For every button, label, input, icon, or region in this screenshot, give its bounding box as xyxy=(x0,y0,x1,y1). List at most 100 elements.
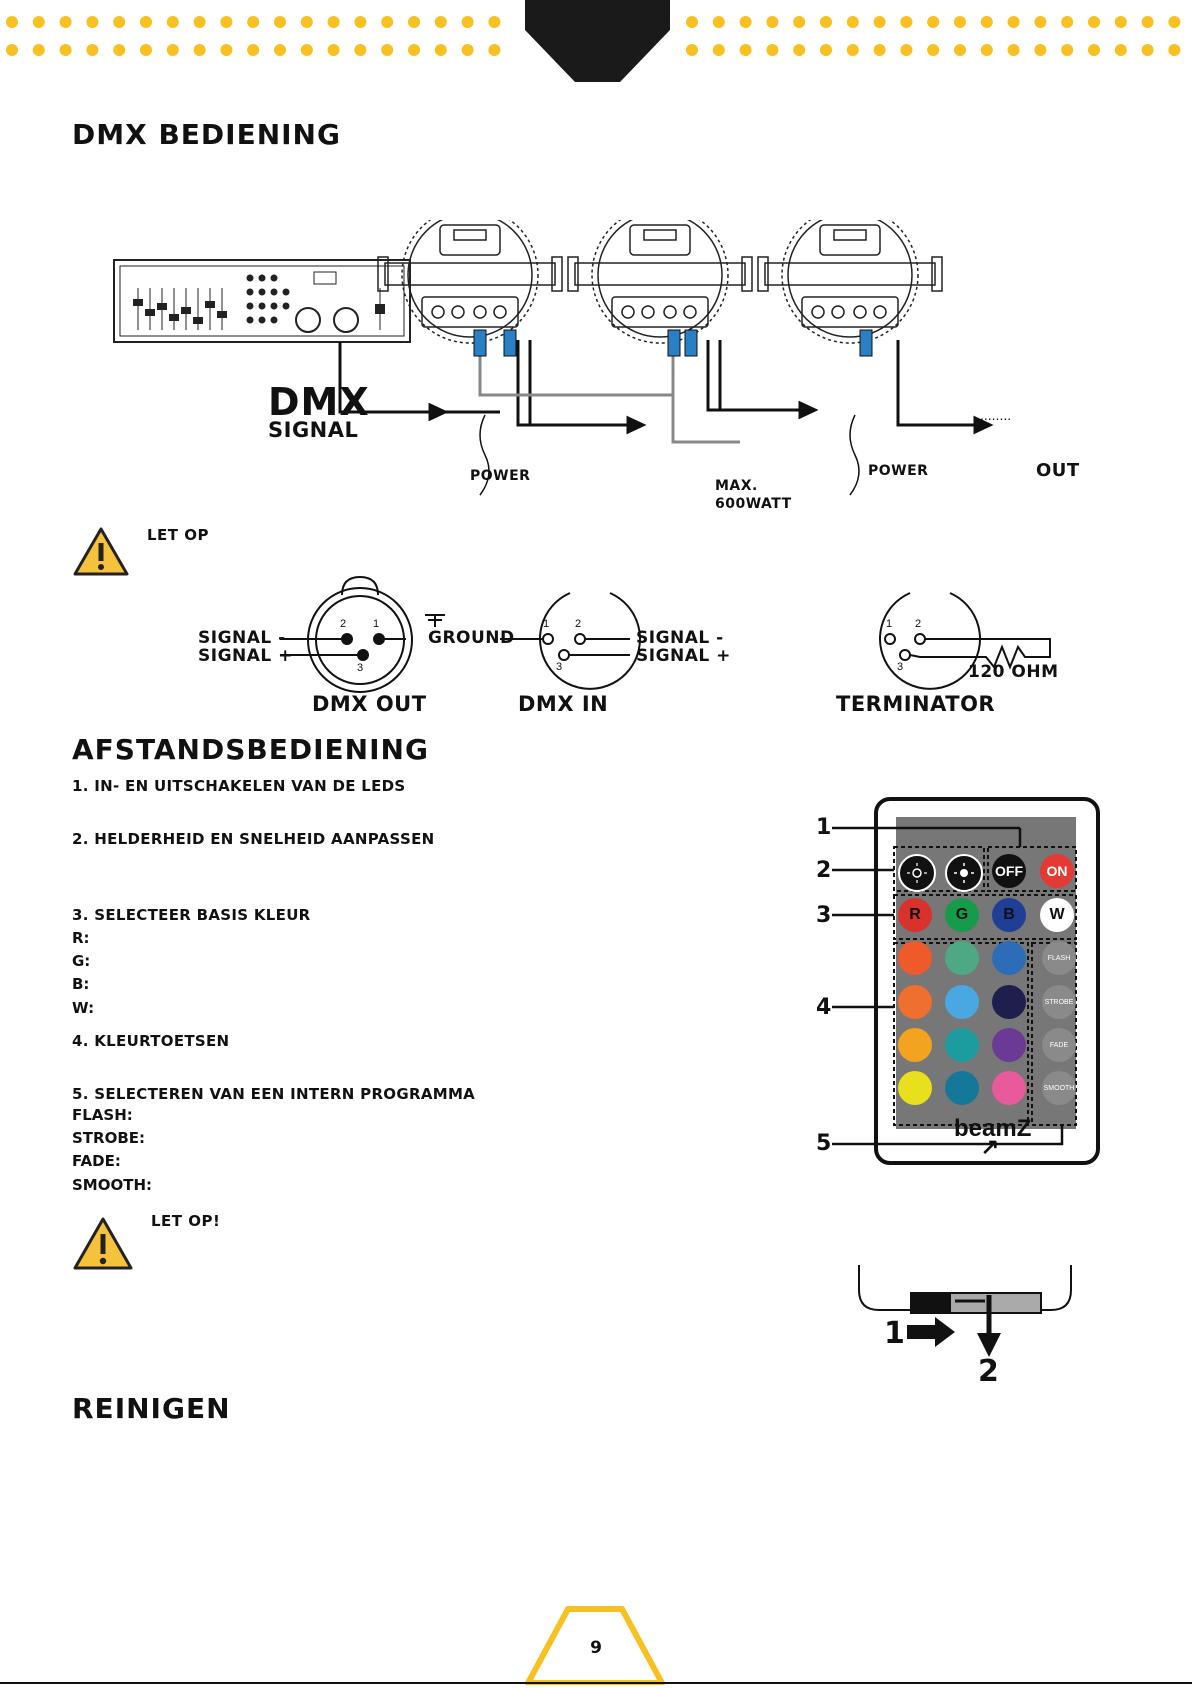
header-dot xyxy=(766,44,779,56)
color-button[interactable] xyxy=(945,985,979,1019)
brightness-up-button[interactable] xyxy=(945,854,983,892)
par-fixture-icon xyxy=(757,206,943,344)
smooth-button[interactable]: SMOOTH xyxy=(1042,1071,1076,1105)
watt-label: 600WATT xyxy=(715,496,792,512)
remote-item-2: 2. HELDERHEID EN SNELHEID AANPASSEN xyxy=(72,830,435,848)
header-dot xyxy=(193,16,206,28)
color-button[interactable] xyxy=(992,1071,1026,1105)
header-dot xyxy=(980,16,993,28)
header-dot xyxy=(140,16,152,28)
power-label-1: POWER xyxy=(470,468,531,484)
header-dot xyxy=(300,16,313,28)
par-fixture-icon xyxy=(377,206,563,344)
callout-4: 4 xyxy=(816,995,832,1020)
header-dot xyxy=(980,44,993,56)
header-dot xyxy=(793,44,806,56)
header-dot xyxy=(954,44,966,56)
header-dot xyxy=(1141,44,1154,56)
header-dot xyxy=(1088,44,1100,56)
xlr-signal-plus-left: SIGNAL + xyxy=(198,646,293,666)
brand-logo: ↗ xyxy=(981,1134,999,1159)
remote-b: B: xyxy=(72,975,90,993)
header-dot xyxy=(434,16,447,28)
remote-w: W: xyxy=(72,999,95,1017)
color-button[interactable] xyxy=(992,941,1026,975)
section-title-clean: REINIGEN xyxy=(72,1392,231,1425)
remote-strobe: STROBE: xyxy=(72,1129,146,1147)
header-dot xyxy=(712,44,725,56)
svg-text:1: 1 xyxy=(886,618,892,630)
warning-triangle-icon xyxy=(72,526,130,582)
xlr-dmx-out: DMX OUT xyxy=(312,692,427,716)
on-button[interactable]: ON xyxy=(1040,854,1074,888)
off-button[interactable]: OFF xyxy=(992,854,1026,888)
header-dot xyxy=(488,16,501,28)
red-button[interactable]: R xyxy=(898,898,932,932)
remote-fade: FADE: xyxy=(72,1152,121,1170)
warning-triangle-icon-2 xyxy=(72,1216,134,1276)
battery-removal-illustration xyxy=(855,1265,1095,1385)
header-dot xyxy=(32,16,45,28)
callout-3: 3 xyxy=(816,903,832,928)
svg-text:1: 1 xyxy=(373,618,379,630)
header-dot xyxy=(686,16,698,28)
signal-label: SIGNAL xyxy=(268,418,359,442)
remote-item-1: 1. IN- EN UITSCHAKELEN VAN DE LEDS xyxy=(72,777,406,795)
warning-label-1: LET OP xyxy=(147,526,210,544)
color-button[interactable] xyxy=(898,1028,932,1062)
color-button[interactable] xyxy=(945,1071,979,1105)
header-dot xyxy=(247,44,260,56)
svg-text:........: ........ xyxy=(980,407,1011,423)
header-dot xyxy=(381,16,394,28)
header-dot xyxy=(140,44,152,56)
fade-button[interactable]: FADE xyxy=(1042,1028,1076,1062)
svg-text:3: 3 xyxy=(357,662,363,674)
remote-item-5: 5. SELECTEREN VAN EEN INTERN PROGRAMMA xyxy=(72,1085,476,1103)
blue-button[interactable]: B xyxy=(992,898,1026,932)
header-dot xyxy=(766,16,779,28)
header-notch xyxy=(525,0,670,86)
svg-text:2: 2 xyxy=(915,618,921,630)
header-dot xyxy=(1061,44,1074,56)
remote-r: R: xyxy=(72,929,90,947)
green-button[interactable]: G xyxy=(945,898,979,932)
brightness-down-button[interactable] xyxy=(898,854,936,892)
header-dot xyxy=(927,16,940,28)
header-dot xyxy=(488,44,501,56)
color-button[interactable] xyxy=(945,941,979,975)
color-button[interactable] xyxy=(992,985,1026,1019)
header-dot xyxy=(113,16,126,28)
remote-control-illustration: ↗ xyxy=(810,795,1110,1165)
xlr-signal-minus-right: SIGNAL - xyxy=(636,628,724,648)
remote-smooth: SMOOTH: xyxy=(72,1176,153,1194)
callout-5: 5 xyxy=(816,1131,832,1156)
color-button[interactable] xyxy=(898,985,932,1019)
white-button[interactable]: W xyxy=(1040,898,1074,932)
max-label: MAX. xyxy=(715,478,758,494)
strobe-button[interactable]: STROBE xyxy=(1042,985,1076,1019)
xlr-terminator: TERMINATOR xyxy=(836,692,996,716)
header-dot xyxy=(820,16,832,28)
par-fixture-icon xyxy=(567,206,753,344)
footer-line xyxy=(0,1682,1192,1684)
color-button[interactable] xyxy=(992,1028,1026,1062)
svg-text:3: 3 xyxy=(556,661,562,673)
header-dot xyxy=(1007,16,1020,28)
callout-2: 2 xyxy=(816,858,832,883)
header-dot xyxy=(1114,16,1127,28)
flash-button[interactable]: FLASH xyxy=(1042,941,1076,975)
header-dot xyxy=(461,44,474,56)
header-dot xyxy=(1168,44,1181,56)
header-dot xyxy=(220,44,233,56)
dmx-controller-icon xyxy=(113,259,411,343)
header-dot xyxy=(820,44,832,56)
color-button[interactable] xyxy=(898,941,932,975)
color-button[interactable] xyxy=(898,1071,932,1105)
xlr-dmx-in: DMX IN xyxy=(518,692,609,716)
color-button[interactable] xyxy=(945,1028,979,1062)
power-label-2: POWER xyxy=(868,463,929,479)
battery-step-2: 2 xyxy=(978,1354,1000,1389)
header-dot xyxy=(954,16,966,28)
out-label: OUT xyxy=(1036,460,1080,481)
remote-item-3: 3. SELECTEER BASIS KLEUR xyxy=(72,906,311,924)
